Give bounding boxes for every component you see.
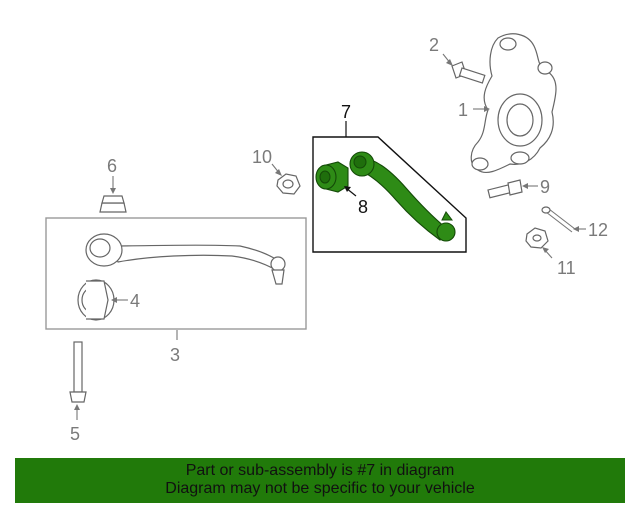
- parts-diagram: 1 2 3 4 5 6 7 8 9 10 11 12: [45, 33, 608, 444]
- callout-9: 9: [540, 177, 550, 197]
- callout-5: 5: [70, 424, 80, 444]
- callout-12: 12: [588, 220, 608, 240]
- cotter-pin-part-12: [541, 206, 576, 233]
- nut-part-11: [525, 227, 549, 249]
- control-arm-part-7: [349, 151, 456, 242]
- callout-2: 2: [429, 35, 439, 55]
- bolt-part-2: [451, 61, 486, 84]
- control-arm-box: [45, 217, 307, 330]
- banner-line-1: Part or sub-assembly is #7 in diagram: [185, 462, 455, 479]
- callout-3: 3: [170, 345, 180, 365]
- bolt-part-5: [69, 341, 87, 403]
- steering-knuckle-part: [470, 33, 557, 174]
- callout-8: 8: [358, 197, 368, 217]
- control-arm-part-3: [85, 233, 286, 285]
- callout-1: 1: [458, 100, 468, 120]
- bushing-part-4: [77, 279, 115, 321]
- nut-part-6: [99, 195, 127, 213]
- callout-11: 11: [557, 258, 576, 278]
- callout-6: 6: [107, 156, 117, 176]
- callout-4: 4: [130, 291, 140, 311]
- leader-lines: [74, 53, 586, 420]
- callout-7: 7: [341, 102, 351, 122]
- bolt-part-9: [487, 179, 523, 199]
- info-banner: Part or sub-assembly is #7 in diagram Di…: [15, 458, 625, 503]
- callout-10: 10: [252, 147, 272, 167]
- highlight-box-part-7: [312, 136, 467, 253]
- nut-part-10: [276, 173, 301, 195]
- banner-line-2: Diagram may not be specific to your vehi…: [165, 480, 475, 497]
- bushing-part-8: [315, 161, 349, 193]
